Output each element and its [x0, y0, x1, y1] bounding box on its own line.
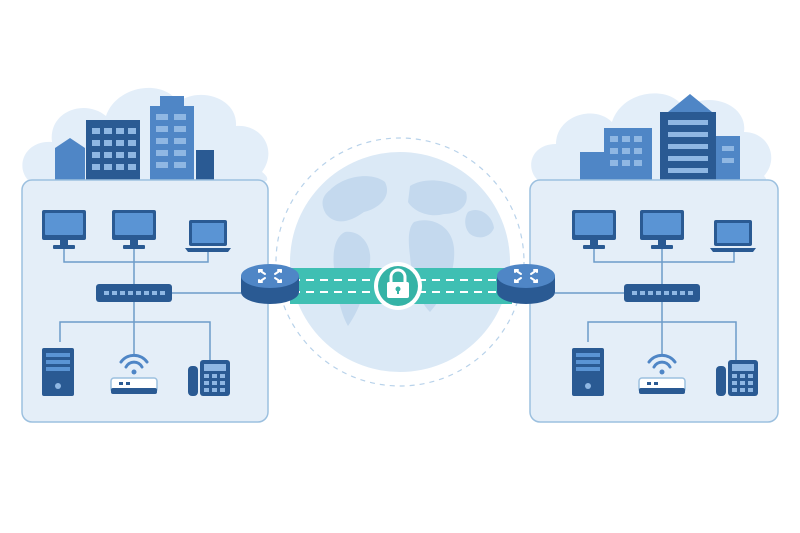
padlock-icon	[374, 262, 422, 310]
site-right	[496, 93, 779, 423]
site-left	[21, 87, 300, 423]
network-switch-icon	[96, 284, 172, 302]
server-tower-icon	[42, 348, 74, 396]
server-tower-icon	[572, 348, 604, 396]
wires-left	[59, 248, 242, 360]
globe-icon	[275, 137, 525, 387]
city-cloud-right	[531, 93, 772, 182]
network-switch-icon	[624, 284, 700, 302]
wires-right	[555, 248, 737, 360]
router-icon	[240, 263, 300, 305]
router-icon	[496, 263, 556, 305]
city-cloud-left	[22, 87, 269, 182]
